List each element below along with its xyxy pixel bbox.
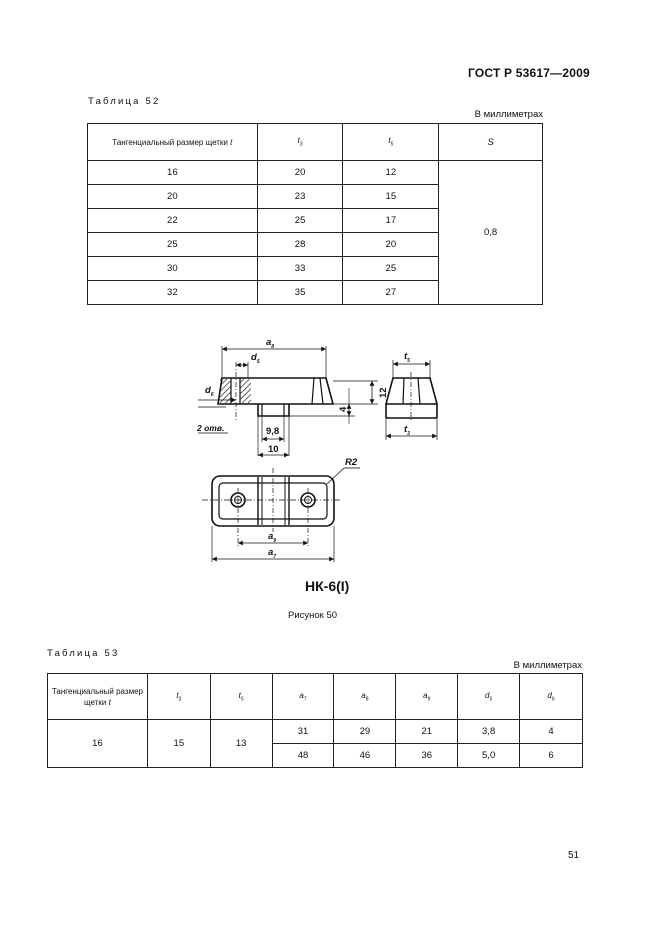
table-53: Тангенциальный размер щетки t t3 t5 a7 a…: [47, 673, 583, 768]
dim-d5: d5: [251, 352, 260, 365]
table-row: 20 23 15: [87, 184, 543, 209]
table-53-header-row: Тангенциальный размер щетки t t3 t5 a7 a…: [47, 673, 583, 720]
end-view: [384, 360, 439, 440]
table-52-header-row: Тангенциальный размер щетки t t3 t5 S: [87, 123, 543, 161]
col-header-t: Тангенциальный размер щетки t: [87, 123, 258, 161]
table-row: 48 46 36 5,0 6: [48, 743, 583, 768]
dim-two-holes: 2 отв.: [197, 423, 225, 433]
cell-t5: 20: [342, 232, 440, 257]
cell-t3: 35: [256, 280, 344, 305]
dim-a8: a8: [266, 337, 275, 350]
cell-a9: 36: [395, 743, 459, 768]
side-view: [198, 346, 378, 458]
col-header-t: Тангенциальный размер щетки t: [47, 673, 148, 720]
table-53-units: В миллиметрах: [513, 660, 582, 671]
table-row: 32 35 27: [87, 280, 543, 305]
top-view: [202, 467, 360, 562]
cell-d5: 5,0: [457, 743, 521, 768]
cell-s-merged: 0,8: [438, 160, 543, 305]
dim-t3: t3: [404, 424, 410, 437]
cell-t: 32: [87, 280, 258, 305]
table-52-caption: Таблица 52: [88, 96, 161, 107]
cell-d6: 6: [519, 743, 583, 768]
cell-a7: 31: [271, 719, 335, 744]
cell-t3: 28: [256, 232, 344, 257]
cell-t5: 15: [342, 184, 440, 209]
cell-t: 25: [87, 232, 258, 257]
dim-9-8: 9,8: [266, 426, 280, 437]
cell-t5: 27: [342, 280, 440, 305]
cell-t3: 15: [146, 719, 211, 768]
figure-label: НК-6(I): [305, 578, 350, 594]
col-header-a7: a7: [271, 673, 335, 720]
cell-t5: 13: [209, 719, 273, 768]
cell-d6: 4: [519, 719, 583, 744]
cell-t3: 23: [256, 184, 344, 209]
table-row: 25 28 20: [87, 232, 543, 257]
cell-a9: 21: [395, 719, 459, 744]
col-header-t3: t3: [146, 673, 211, 720]
cell-t: 20: [87, 184, 258, 209]
document-code: ГОСТ Р 53617—2009: [468, 66, 590, 80]
table-row: 16 15 13 31 29 21 3,8 4: [47, 719, 583, 768]
dim-12: 12: [378, 387, 389, 398]
dim-a7: a7: [268, 547, 277, 560]
cell-t3: 20: [256, 160, 344, 185]
col-header-d6: d6: [519, 673, 583, 720]
cell-d5: 3,8: [457, 719, 521, 744]
dim-4: 4: [338, 406, 349, 412]
cell-a8: 29: [333, 719, 397, 744]
col-header-t5: t5: [209, 673, 273, 720]
col-header-d5: d5: [457, 673, 521, 720]
cell-t: 16: [47, 719, 148, 768]
cell-a7: 48: [271, 743, 335, 768]
table-53-caption: Таблица 53: [47, 648, 120, 659]
dim-a9: a9: [268, 531, 277, 544]
dim-r2: R2: [345, 457, 358, 468]
figure-caption: Рисунок 50: [288, 610, 338, 621]
col-header-a9: a9: [395, 673, 459, 720]
cell-a8: 46: [333, 743, 397, 768]
dim-d6: d6: [205, 385, 214, 398]
col-header-a8: a8: [333, 673, 397, 720]
dim-t5: t5: [404, 351, 410, 364]
table-52: Тангенциальный размер щетки t t3 t5 S 16…: [87, 123, 543, 305]
page-number: 51: [568, 850, 580, 861]
col-header-t3: t3: [256, 123, 344, 161]
table-52-units: В миллиметрах: [474, 109, 543, 120]
dim-10: 10: [268, 444, 279, 455]
